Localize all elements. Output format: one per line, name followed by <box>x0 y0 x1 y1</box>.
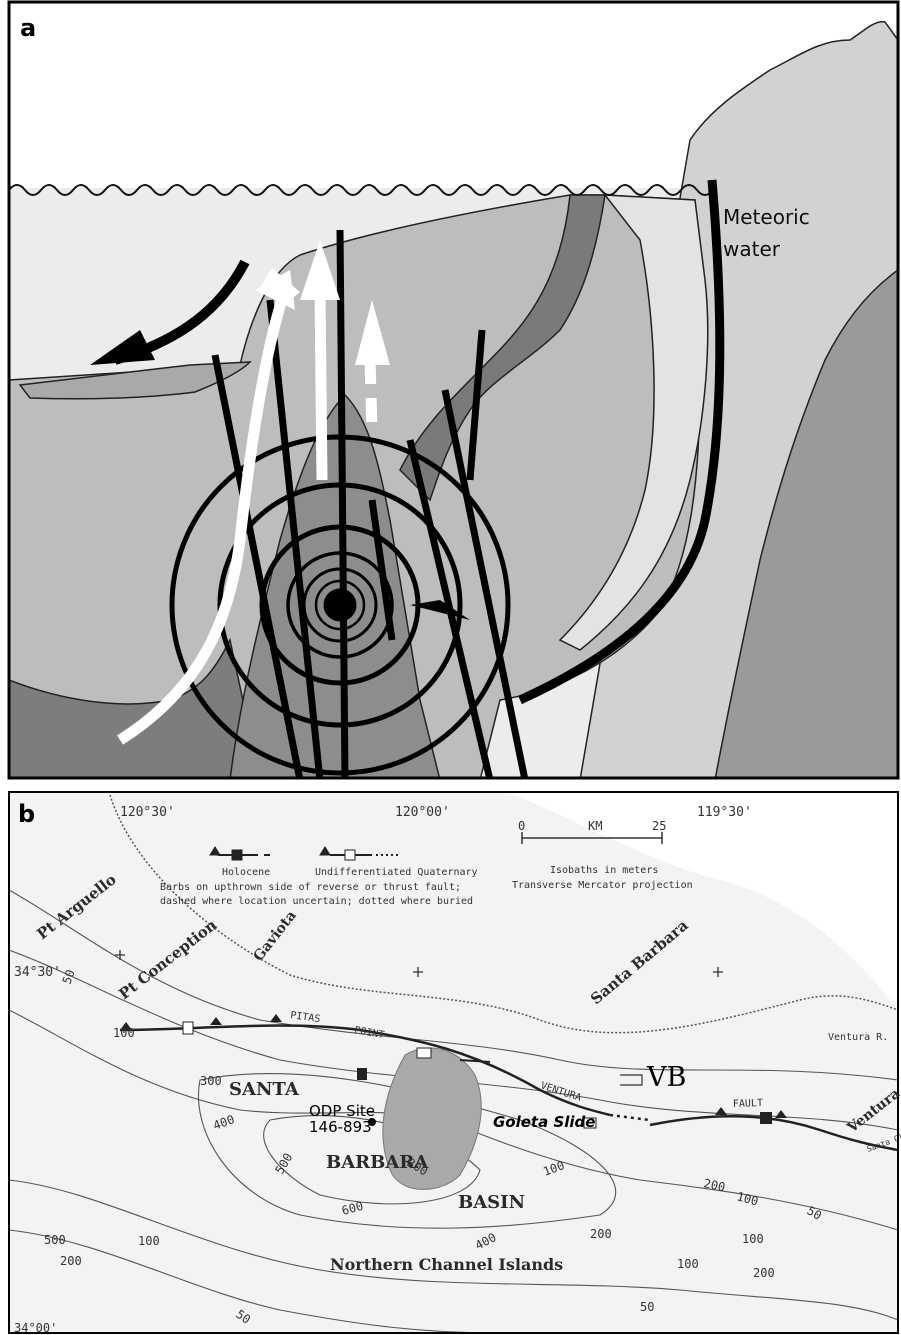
longitude-label: 120°30' <box>120 805 175 820</box>
scale-start: 0 <box>518 819 525 833</box>
isobath-value: 200 <box>590 1227 612 1241</box>
panel-b: b 120°30' 120°00' 119°30' 34°30' 34°00' … <box>9 790 901 1335</box>
isobath-value: 200 <box>60 1254 82 1268</box>
basin-word: BASIN <box>458 1192 525 1213</box>
latitude-label: 34°30' <box>14 965 61 980</box>
goleta-slide-label: Goleta Slide <box>493 1113 595 1131</box>
scale-end: 25 <box>652 819 666 833</box>
fault-name-fault: FAULT <box>733 1098 763 1110</box>
panel-a: a Meteoric water <box>0 0 901 780</box>
isobath-value: 300 <box>200 1074 222 1088</box>
isobath-value: 200 <box>753 1266 775 1280</box>
isobath-value: 100 <box>138 1234 160 1248</box>
legend-holocene: Holocene <box>222 867 270 878</box>
longitude-label: 120°00' <box>395 805 450 820</box>
latitude-label: 34°00' <box>14 1321 57 1335</box>
isobath-value: 100 <box>113 1026 135 1040</box>
panel-a-label: a <box>20 14 36 42</box>
odp-site-label: ODP Site 146-893 <box>309 1102 380 1136</box>
legend-quaternary: Undifferentiated Quaternary <box>315 867 478 878</box>
longitude-label: 119°30' <box>697 805 752 820</box>
scale-unit: KM <box>588 819 602 833</box>
place-ventura-river: Ventura R. <box>828 1032 888 1043</box>
isobath-value: 50 <box>640 1300 654 1314</box>
vb-label: VB <box>646 1062 686 1093</box>
basin-word: SANTA <box>229 1079 300 1100</box>
islands-label: Northern Channel Islands <box>330 1255 563 1274</box>
isobath-value: 100 <box>677 1257 699 1271</box>
isobath-value: 100 <box>742 1232 764 1246</box>
isobath-value: 500 <box>44 1233 66 1247</box>
panel-b-label: b <box>18 800 35 828</box>
